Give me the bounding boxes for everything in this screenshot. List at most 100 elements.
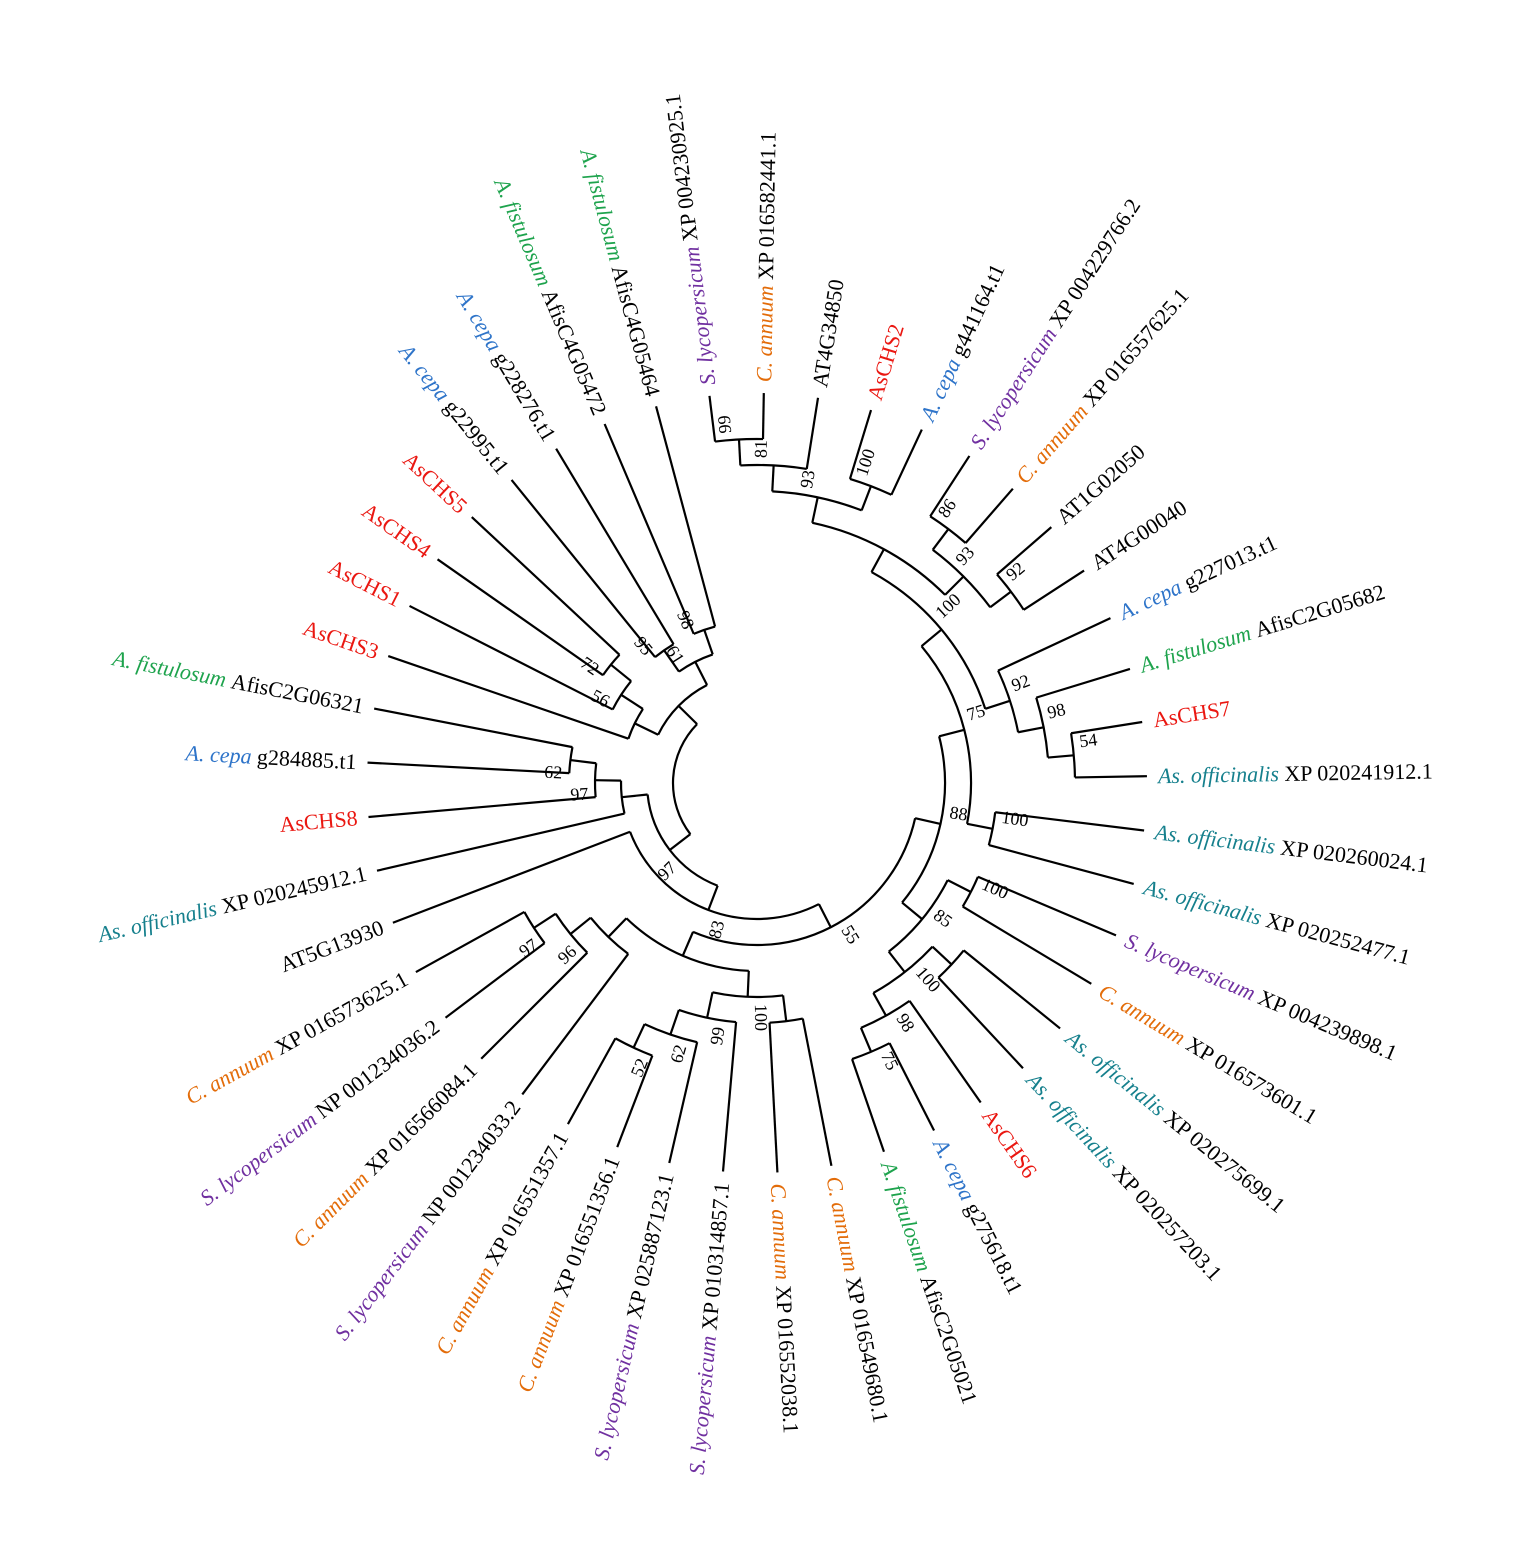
branch-line bbox=[977, 875, 1117, 937]
branch-line bbox=[566, 1037, 617, 1125]
branch-line bbox=[848, 409, 873, 480]
branch-line bbox=[521, 953, 630, 1096]
branch-line bbox=[621, 793, 648, 799]
leaf-label: S. lycopersicum NP 001234033.2 bbox=[329, 1096, 525, 1345]
branch-line bbox=[368, 796, 596, 819]
branch-line bbox=[708, 395, 717, 442]
branch-line bbox=[888, 1042, 936, 1131]
branch-line bbox=[510, 479, 656, 658]
bootstrap-value: 52 bbox=[627, 1055, 652, 1079]
branch-line bbox=[996, 526, 1053, 576]
leaf-label: As. officinalis XP 020241912.1 bbox=[1156, 758, 1433, 788]
leaf-label: C. annuum XP 016557625.1 bbox=[1010, 283, 1193, 488]
clade-arc bbox=[646, 794, 719, 887]
bootstrap-value: 75 bbox=[964, 700, 987, 725]
branch-line bbox=[1017, 726, 1044, 734]
leaf-label: AsCHS4 bbox=[357, 498, 435, 563]
branch-line bbox=[415, 910, 525, 974]
branch-line bbox=[681, 931, 695, 957]
branch-line bbox=[654, 406, 717, 627]
bootstrap-value: 97 bbox=[653, 858, 680, 885]
leaf-label: AsCHS2 bbox=[862, 321, 909, 403]
branch-line bbox=[669, 1009, 680, 1035]
branch-line bbox=[663, 649, 680, 673]
leaf-label: AT4G34850 bbox=[807, 278, 849, 389]
leaf-label: AsCHS5 bbox=[398, 447, 472, 519]
branch-line bbox=[811, 497, 819, 524]
branch-line bbox=[707, 885, 719, 911]
leaf-label: As. officinalis XP 020257203.1 bbox=[1020, 1066, 1227, 1285]
branch-line bbox=[610, 663, 632, 682]
branch-line bbox=[929, 455, 971, 517]
bootstrap-value: 61 bbox=[662, 642, 689, 668]
branch-line bbox=[938, 728, 965, 738]
branch-line bbox=[1023, 569, 1085, 611]
branch-line bbox=[805, 397, 820, 470]
branch-line bbox=[851, 1058, 886, 1153]
clade-arc bbox=[872, 945, 934, 994]
bootstrap-value: 100 bbox=[1000, 807, 1029, 831]
bootstrap-value: 93 bbox=[951, 542, 978, 569]
clade-arc bbox=[920, 645, 973, 825]
clade-arc bbox=[860, 999, 911, 1029]
bootstrap-value: 98 bbox=[673, 608, 699, 633]
clade-arc bbox=[849, 477, 892, 496]
bootstrap-value: 100 bbox=[931, 589, 964, 622]
leaf-label: AsCHS3 bbox=[300, 615, 382, 664]
bootstrap-value: 62 bbox=[544, 762, 563, 783]
bootstrap-value: 55 bbox=[837, 922, 863, 948]
leaf-label: As. officinalis XP 020260024.1 bbox=[1152, 819, 1430, 878]
leaf-label: S. lycopersicum XP 010314857.1 bbox=[684, 1181, 734, 1475]
leaf-label: S. lycopersicum NP 001234036.2 bbox=[195, 1014, 444, 1210]
branch-line bbox=[870, 548, 885, 573]
clade-arc bbox=[593, 763, 598, 798]
bootstrap-value: 97 bbox=[515, 935, 541, 962]
branch-line bbox=[887, 950, 906, 973]
clade-arc bbox=[625, 917, 749, 972]
bootstrap-value: 100 bbox=[912, 963, 945, 996]
branch-line bbox=[859, 1027, 873, 1053]
branch-line bbox=[944, 575, 965, 596]
branch-line bbox=[436, 558, 604, 677]
clade-arc bbox=[1035, 697, 1049, 758]
branch-line bbox=[920, 628, 943, 648]
branch-line bbox=[984, 699, 1011, 710]
branch-line bbox=[771, 465, 775, 492]
branch-line bbox=[706, 992, 714, 1018]
clade-arc bbox=[740, 463, 807, 471]
bootstrap-value: 98 bbox=[1045, 699, 1067, 723]
bootstrap-value: 92 bbox=[1002, 558, 1029, 585]
leaf-label: S. lycopersicum XP 004230925.1 bbox=[660, 93, 721, 387]
clade-arc bbox=[692, 817, 917, 947]
branch-line bbox=[908, 1000, 982, 1104]
branch-line bbox=[768, 1022, 779, 1173]
branch-line bbox=[721, 1021, 738, 1172]
clade-arc bbox=[1069, 733, 1077, 778]
bootstrap-value: 93 bbox=[796, 469, 819, 490]
clade-arc bbox=[769, 1017, 804, 1024]
bootstrap-value: 54 bbox=[1078, 729, 1098, 751]
branch-line bbox=[533, 912, 557, 929]
branch-line bbox=[607, 917, 628, 938]
leaf-label: C. annuum XP 016582441.1 bbox=[751, 132, 780, 383]
branch-line bbox=[444, 942, 546, 1019]
clade-arc bbox=[611, 680, 632, 710]
branch-line bbox=[480, 951, 589, 1060]
branch-line bbox=[931, 528, 950, 551]
branch-line bbox=[890, 429, 923, 496]
leaf-label: A. fistulosum AfisC2G06321 bbox=[109, 645, 366, 719]
branch-line bbox=[1035, 667, 1131, 699]
leaf-label: C. annuum XP 016549680.1 bbox=[821, 1174, 893, 1425]
branch-line bbox=[761, 393, 765, 440]
branch-line bbox=[997, 617, 1111, 672]
branch-line bbox=[817, 903, 832, 928]
branch-line bbox=[387, 654, 629, 740]
leaf-label: AsCHS6 bbox=[977, 1104, 1042, 1182]
branch-line bbox=[1047, 754, 1074, 759]
bootstrap-value: 99 bbox=[714, 415, 736, 435]
branch-line bbox=[931, 945, 953, 966]
branch-line bbox=[988, 844, 1134, 886]
clade-arc bbox=[619, 780, 626, 814]
bootstrap-value: 100 bbox=[851, 446, 879, 478]
